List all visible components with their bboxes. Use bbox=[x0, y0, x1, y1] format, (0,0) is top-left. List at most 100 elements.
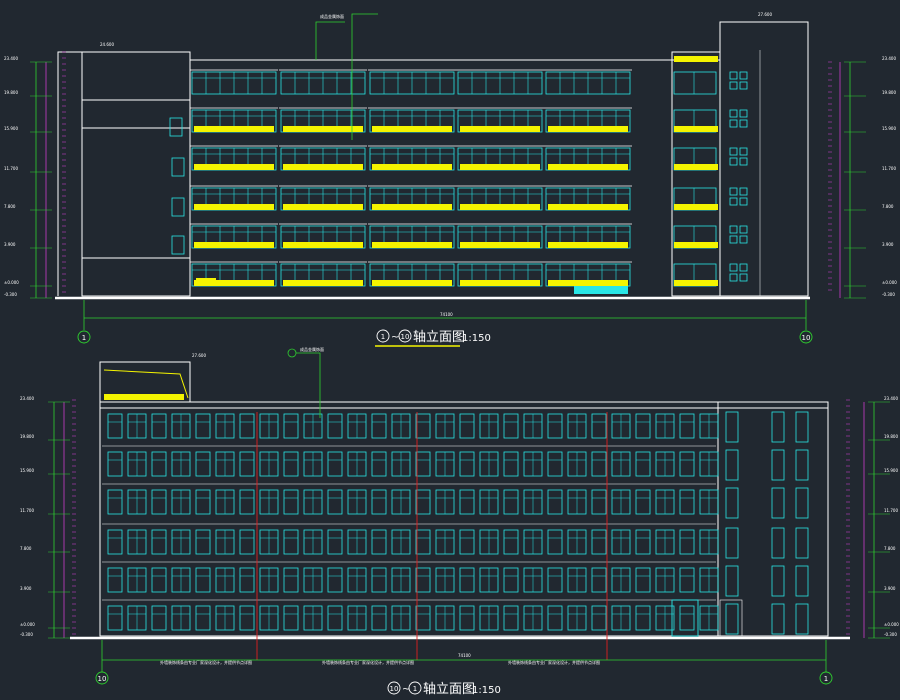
window bbox=[195, 605, 211, 631]
window bbox=[151, 489, 167, 515]
balcony-rail bbox=[283, 204, 363, 210]
balcony-rail bbox=[283, 280, 363, 286]
elevation-10-to-1: 23.40019.80015.90011.7007.8003.900±0.000… bbox=[20, 346, 899, 697]
window bbox=[679, 605, 695, 631]
axis-bubble-right-1: 10 bbox=[799, 330, 813, 344]
balcony-rail bbox=[674, 204, 718, 210]
window bbox=[591, 451, 607, 477]
stair-window bbox=[725, 487, 739, 519]
window bbox=[591, 605, 607, 631]
stair-window bbox=[725, 565, 739, 597]
window bbox=[415, 413, 431, 439]
stair-window bbox=[729, 263, 738, 272]
annotation-leader-1 bbox=[315, 13, 378, 140]
window bbox=[503, 529, 519, 555]
entrance-steps bbox=[574, 286, 628, 294]
svg-text:1: 1 bbox=[381, 333, 385, 341]
right-level-markers-1: 23.40019.80015.90011.7007.8003.900±0.000… bbox=[828, 56, 897, 299]
elevation-1-to-10: 23.40019.80015.90011.7007.8003.900±0.000… bbox=[4, 12, 897, 347]
end-window bbox=[171, 197, 185, 217]
stair-window bbox=[739, 71, 748, 80]
stair-window bbox=[739, 273, 748, 282]
note-3: 外墙装饰线条由专业厂家深化设计，并提供节点详图 bbox=[508, 659, 600, 665]
window bbox=[327, 489, 343, 515]
level-label: 7.800 bbox=[884, 546, 896, 551]
stair-top-label-1: 27.600 bbox=[758, 12, 772, 17]
stair-window bbox=[771, 565, 785, 597]
window bbox=[503, 605, 519, 631]
stair-window bbox=[739, 119, 748, 128]
window bbox=[107, 529, 123, 555]
left-level-markers-1: 23.40019.80015.90011.7007.8003.900±0.000… bbox=[4, 51, 66, 299]
window bbox=[107, 413, 123, 439]
stair-window bbox=[739, 235, 748, 244]
window bbox=[239, 451, 255, 477]
balcony-rail bbox=[194, 280, 274, 286]
window bbox=[151, 605, 167, 631]
window bbox=[283, 489, 299, 515]
stair-window bbox=[729, 109, 738, 118]
stair-window bbox=[739, 81, 748, 90]
level-label: 19.800 bbox=[4, 90, 18, 95]
window bbox=[195, 451, 211, 477]
level-label: ±0.000 bbox=[4, 280, 19, 285]
window bbox=[503, 413, 519, 439]
window bbox=[107, 605, 123, 631]
level-label: ±0.000 bbox=[20, 622, 35, 627]
window bbox=[635, 529, 651, 555]
stair-window bbox=[729, 225, 738, 234]
window bbox=[635, 605, 651, 631]
stair-window bbox=[729, 71, 738, 80]
window bbox=[107, 451, 123, 477]
window bbox=[547, 451, 563, 477]
axis-bubble-left-1: 1 bbox=[77, 330, 91, 344]
level-label: 23.400 bbox=[20, 396, 34, 401]
window bbox=[591, 489, 607, 515]
entrance-canopy bbox=[196, 278, 216, 286]
svg-text:1: 1 bbox=[82, 334, 86, 342]
drawing-title-2: 10 ~ 1 轴立面图 1:150 bbox=[387, 681, 501, 697]
window bbox=[459, 567, 475, 593]
roof-level-label-1: 24.600 bbox=[100, 42, 114, 47]
stair-window bbox=[795, 565, 809, 597]
level-label: 7.800 bbox=[4, 204, 16, 209]
level-label: 3.900 bbox=[4, 242, 16, 247]
svg-text:~: ~ bbox=[391, 332, 399, 343]
window bbox=[415, 605, 431, 631]
note-1: 外墙装饰线条由专业厂家深化设计，并提供节点详图 bbox=[160, 659, 252, 665]
window bbox=[547, 529, 563, 555]
stair-window bbox=[729, 157, 738, 166]
level-label: 11.700 bbox=[884, 508, 898, 513]
stair-window bbox=[771, 449, 785, 481]
stair-window bbox=[739, 157, 748, 166]
window bbox=[239, 529, 255, 555]
window bbox=[151, 529, 167, 555]
window bbox=[239, 489, 255, 515]
stair-window bbox=[739, 147, 748, 156]
balcony-rail bbox=[460, 280, 540, 286]
window bbox=[283, 529, 299, 555]
window bbox=[151, 413, 167, 439]
balcony-rail bbox=[548, 164, 628, 170]
window bbox=[283, 605, 299, 631]
window bbox=[459, 605, 475, 631]
stair-window bbox=[725, 527, 739, 559]
window bbox=[591, 413, 607, 439]
level-label: 7.800 bbox=[882, 204, 894, 209]
stair-top-label-2: 27.600 bbox=[192, 353, 206, 358]
svg-text:1:150: 1:150 bbox=[472, 685, 501, 696]
level-label: 11.700 bbox=[4, 166, 18, 171]
building-outline-1 bbox=[57, 21, 809, 297]
window bbox=[283, 451, 299, 477]
dimension-line-2 bbox=[101, 640, 827, 672]
balcony-rail bbox=[460, 242, 540, 248]
window bbox=[371, 451, 387, 477]
balcony-rail bbox=[460, 204, 540, 210]
window bbox=[679, 413, 695, 439]
window bbox=[547, 413, 563, 439]
window bbox=[547, 489, 563, 515]
balcony-rail bbox=[548, 242, 628, 248]
level-label: ±0.000 bbox=[884, 622, 899, 627]
